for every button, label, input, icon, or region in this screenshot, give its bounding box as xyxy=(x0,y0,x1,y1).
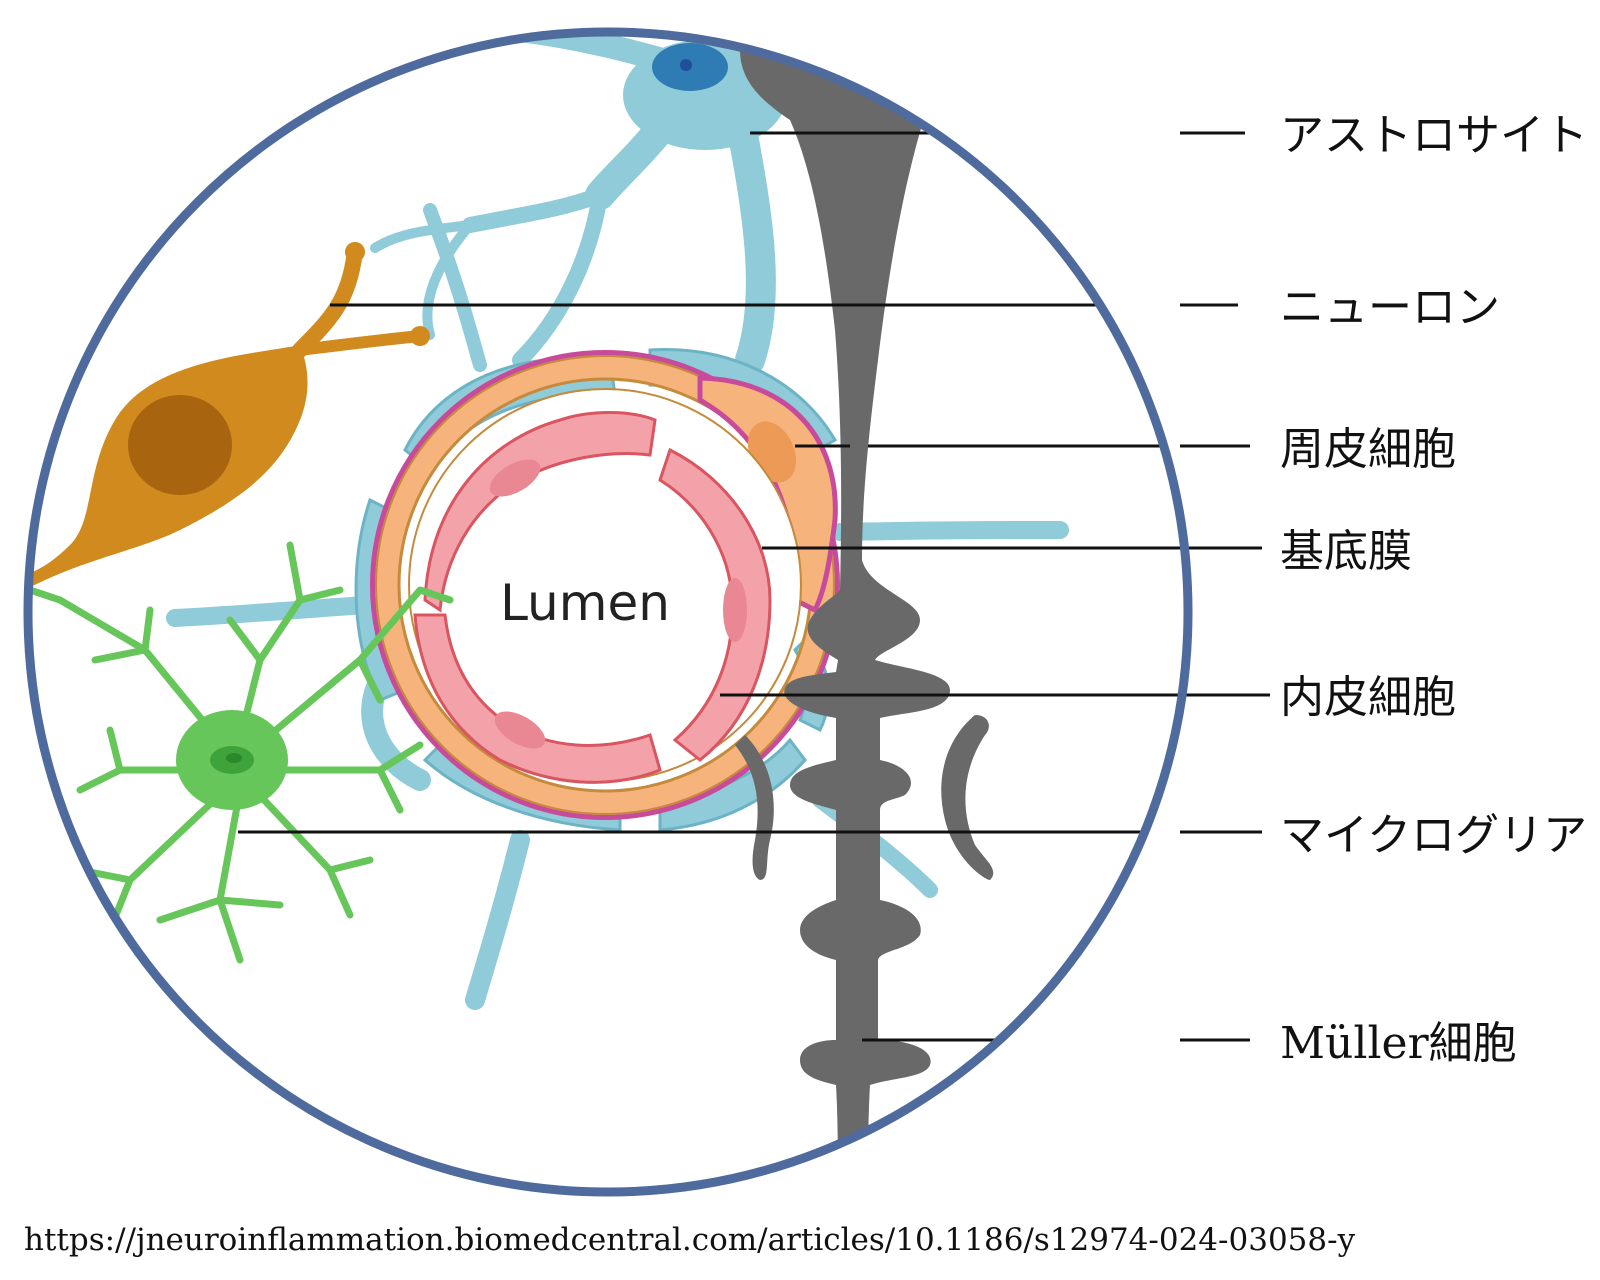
label-pericyte: 周皮細胞 xyxy=(1280,424,1456,475)
label-basement-membrane: 基底膜 xyxy=(1280,526,1412,577)
basement-membrane xyxy=(370,350,840,820)
muller-cell xyxy=(735,50,994,1192)
label-astrocyte: アストロサイト xyxy=(1280,110,1588,161)
leader-lines-outer xyxy=(1180,131,1270,1042)
endothelial-cells xyxy=(413,411,772,784)
microglia-cell xyxy=(28,541,454,964)
source-url: https://jneuroinflammation.biomedcentral… xyxy=(24,1222,1356,1258)
label-endothelial-cell: 内皮細胞 xyxy=(1280,672,1456,723)
neuron-cell xyxy=(28,242,430,590)
label-neuron: ニューロン xyxy=(1280,282,1500,333)
label-muller-cell: Müller細胞 xyxy=(1280,1018,1517,1069)
label-microglia: マイクログリア xyxy=(1280,810,1587,861)
neuron-nucleus xyxy=(128,395,232,495)
lumen-label: Lumen xyxy=(500,574,670,632)
magnification-circle xyxy=(23,27,1193,1197)
circle-contents: Lumen xyxy=(28,32,1188,1192)
